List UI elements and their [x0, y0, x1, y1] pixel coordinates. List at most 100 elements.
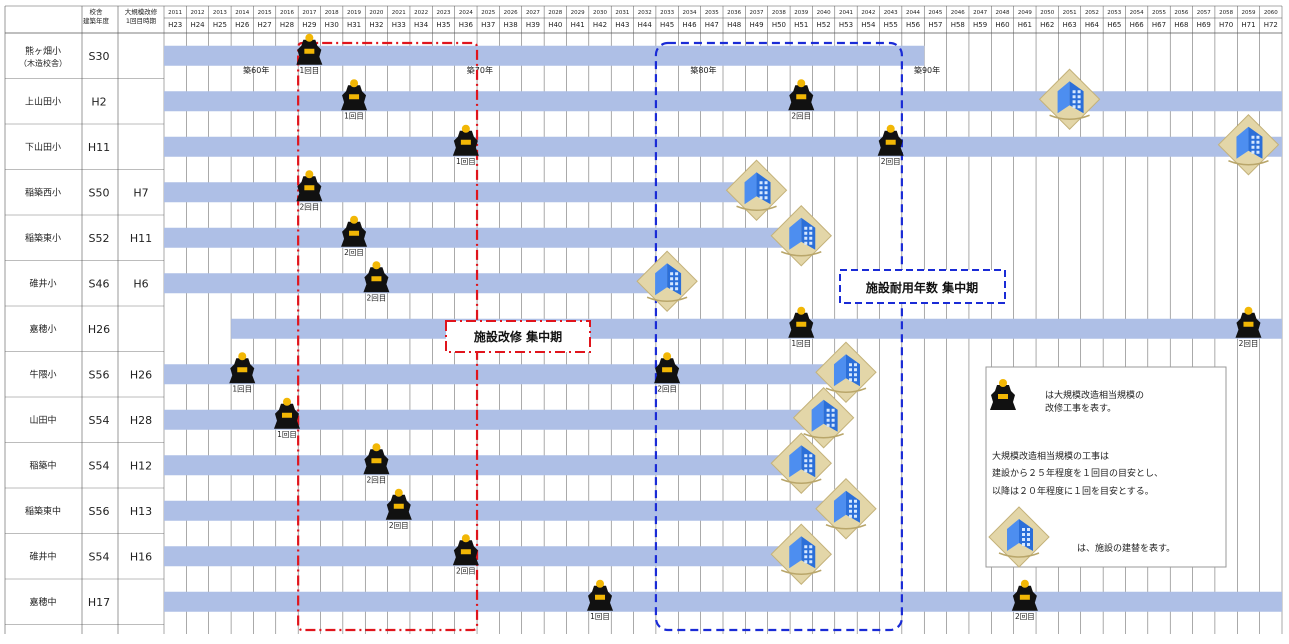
rebuild-icon	[727, 160, 787, 220]
rebuild-window	[832, 424, 835, 427]
rebuild-window	[1073, 105, 1076, 108]
rebuild-window	[1078, 105, 1081, 108]
built-year: S56	[89, 368, 110, 381]
year-label-ad: 2050	[1040, 10, 1054, 16]
rebuild-window	[854, 378, 857, 381]
first-renovation: H7	[133, 186, 148, 199]
built-year: S54	[89, 414, 110, 427]
rebuild-window	[854, 505, 857, 508]
year-label-ad: 2017	[302, 10, 316, 16]
year-label-ad: 2027	[526, 10, 540, 16]
rebuild-window	[849, 373, 852, 376]
renovation-accent	[304, 49, 314, 54]
year-label-jp: H64	[1085, 21, 1100, 29]
school-sub: （木造校舎）	[19, 58, 67, 68]
renovation-icon	[341, 79, 367, 110]
renovation-label: 2回目	[344, 248, 364, 257]
school-name: 稲築東中	[25, 505, 61, 517]
year-label-jp: H30	[325, 21, 339, 29]
rebuild-window	[804, 237, 807, 240]
renovation-helmet	[797, 307, 805, 315]
rebuild-window	[1251, 146, 1254, 149]
renovation-icon	[1012, 580, 1038, 611]
renovation-accent	[662, 367, 672, 372]
rebuild-window	[1073, 95, 1076, 98]
renovation-helmet	[350, 79, 358, 87]
year-label-ad: 2042	[861, 10, 875, 16]
renovation-accent	[796, 322, 806, 327]
renovation-accent	[349, 94, 359, 99]
rebuild-window	[809, 454, 812, 457]
period-label-durability: 施設耐用年数 集中期	[866, 280, 978, 295]
rebuild-window	[809, 560, 812, 563]
anniversary-label: 築60年	[243, 65, 269, 75]
renovation-accent	[349, 231, 359, 236]
renovation-icon	[363, 261, 389, 292]
year-label-jp: H32	[369, 21, 383, 29]
rebuild-window	[675, 287, 678, 290]
rebuild-window	[1022, 538, 1025, 541]
year-label-ad: 2058	[1219, 10, 1233, 16]
renovation-icon	[788, 307, 814, 338]
band-碓井中	[164, 546, 812, 566]
year-label-ad: 2015	[258, 10, 272, 16]
year-label-jp: H63	[1062, 21, 1076, 29]
year-label-jp: H40	[548, 21, 562, 29]
year-label-jp: H37	[481, 21, 495, 29]
year-label-ad: 2039	[794, 10, 808, 16]
year-label-jp: H23	[168, 21, 182, 29]
rebuild-window	[760, 191, 763, 194]
header-col1-line2: 建築年度	[83, 16, 110, 25]
rebuild-window	[854, 500, 857, 503]
year-label-ad: 2013	[213, 10, 227, 16]
header-col1-line1: 校舎	[90, 7, 104, 16]
renovation-label: 1回目	[456, 157, 476, 166]
rebuild-window	[765, 181, 768, 184]
rebuild-window	[1022, 533, 1025, 536]
year-label-jp: H53	[839, 21, 853, 29]
renovation-helmet	[797, 79, 805, 87]
renovation-icon	[296, 34, 322, 65]
first-renovation: H16	[130, 550, 152, 563]
rebuild-window	[1022, 543, 1025, 546]
year-label-ad: 2037	[750, 10, 764, 16]
built-year: S30	[89, 50, 110, 63]
band-嘉穂小	[231, 319, 1282, 339]
year-label-ad: 2031	[615, 10, 629, 16]
renovation-label: 2回目	[367, 475, 387, 484]
renovation-icon	[341, 216, 367, 247]
renovation-label: 1回目	[590, 612, 610, 621]
year-label-jp: H68	[1174, 21, 1188, 29]
year-label-ad: 2045	[928, 10, 942, 16]
anniversary-labels: 築60年築70年築80年築90年	[243, 65, 940, 75]
year-label-jp: H41	[571, 21, 585, 29]
anniversary-label: 築80年	[690, 65, 716, 75]
year-label-ad: 2035	[705, 10, 719, 16]
legend-note-line3: 以降は２０年程度に１回を目安とする。	[992, 485, 1154, 497]
renovation-label: 1回目	[232, 384, 252, 393]
rebuild-window	[854, 363, 857, 366]
renovation-label: 2回目	[1015, 612, 1035, 621]
rebuild-window	[827, 424, 830, 427]
year-label-jp: H55	[884, 21, 898, 29]
rebuild-window	[670, 277, 673, 280]
year-label-jp: H34	[414, 21, 429, 29]
rebuild-window	[675, 272, 678, 275]
renovation-accent	[282, 413, 292, 418]
rebuild-icon	[1218, 115, 1278, 175]
rebuild-window	[849, 363, 852, 366]
school-name: 嘉穂中	[29, 596, 56, 608]
school-name: 牛隈小	[29, 368, 56, 380]
rebuild-window	[809, 550, 812, 553]
renovation-helmet	[462, 125, 470, 133]
rebuild-window	[1022, 528, 1025, 531]
rebuild-window	[765, 191, 768, 194]
rebuild-window	[804, 464, 807, 467]
year-label-ad: 2041	[839, 10, 853, 16]
legend-rebuild-text: は、施設の建替を表す。	[1077, 542, 1175, 554]
rebuild-window	[809, 545, 812, 548]
renovation-icon	[453, 534, 479, 565]
renovation-label: 1回目	[299, 66, 319, 75]
